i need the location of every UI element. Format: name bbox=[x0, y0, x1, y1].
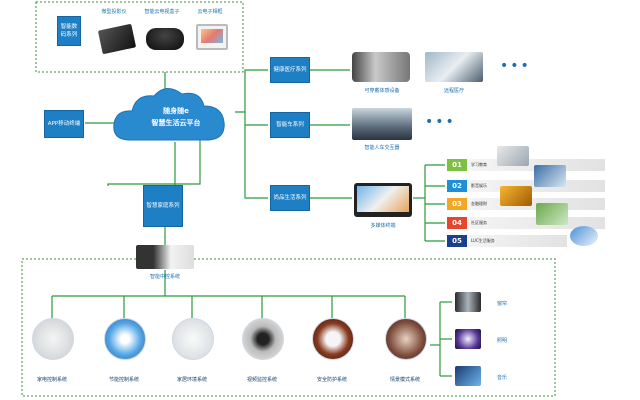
platform-subtitle: 智慧生活云平台 bbox=[151, 119, 201, 127]
top-group-label: 智能数码系列 bbox=[57, 16, 81, 46]
home-group-frame bbox=[21, 258, 556, 397]
camera-icon bbox=[242, 318, 284, 360]
controller-caption: 智能中控系统 bbox=[149, 274, 180, 280]
scene-caption: 音乐 bbox=[496, 375, 507, 381]
car-interaction-image bbox=[352, 108, 412, 140]
security-icon bbox=[312, 318, 354, 360]
app-terminal-box: APP移动终端 bbox=[44, 110, 84, 138]
top-item-caption: 云电子相框 bbox=[197, 9, 223, 15]
telemedicine-image bbox=[425, 52, 483, 82]
tv-box-image bbox=[146, 28, 184, 50]
media-image bbox=[534, 165, 566, 187]
scene-caption: 窗帘 bbox=[496, 301, 507, 307]
system-caption: 视频监控系统 bbox=[246, 377, 277, 383]
appliance-icon bbox=[32, 318, 74, 360]
list-number: 03 bbox=[447, 198, 467, 210]
system-caption: 家居环境系统 bbox=[176, 377, 207, 383]
list-number: 05 bbox=[447, 235, 467, 247]
wearable-image bbox=[352, 52, 410, 82]
list-number: 04 bbox=[447, 217, 467, 229]
fashion-box: 尚品生活系列 bbox=[270, 185, 310, 211]
system-caption: 节能控制系统 bbox=[108, 377, 139, 383]
scene-caption: 照明 bbox=[496, 338, 507, 344]
platform-title: 随身随e bbox=[163, 107, 189, 115]
scene-icon bbox=[385, 318, 427, 360]
health-item-caption: 可穿戴体感设备 bbox=[364, 88, 400, 94]
finance-image bbox=[500, 186, 532, 206]
curtain-image bbox=[455, 292, 481, 312]
fashion-item-caption: 多媒体终端 bbox=[370, 223, 396, 229]
smart-home-box: 智慧家庭系列 bbox=[143, 185, 183, 227]
more-dots: ••• bbox=[500, 58, 531, 74]
environment-icon bbox=[172, 318, 214, 360]
cloud-icon bbox=[113, 88, 225, 141]
list-item: LUC生活服务 bbox=[467, 235, 567, 247]
top-item-caption: 微型投影仪 bbox=[101, 9, 127, 15]
lighting-image bbox=[455, 329, 481, 349]
car-item-caption: 智能人车交互器 bbox=[364, 145, 400, 151]
list-number: 01 bbox=[447, 159, 467, 171]
system-caption: 情景模式系统 bbox=[389, 377, 420, 383]
media-terminal-image bbox=[354, 183, 412, 217]
education-image bbox=[497, 146, 529, 166]
top-group-frame bbox=[35, 1, 244, 73]
controller-image bbox=[136, 245, 194, 269]
car-box: 智能车系列 bbox=[270, 112, 310, 138]
connectors bbox=[51, 69, 452, 377]
health-box: 健康医疗系列 bbox=[270, 57, 310, 83]
life-service-image bbox=[570, 226, 598, 246]
system-caption: 家电控制系统 bbox=[36, 377, 67, 383]
health-item-caption: 远程医疗 bbox=[443, 88, 464, 94]
photo-frame-image bbox=[196, 24, 228, 50]
list-number: 02 bbox=[447, 180, 467, 192]
top-item-caption: 智能云电视盒子 bbox=[144, 9, 180, 15]
more-dots: ••• bbox=[425, 114, 456, 130]
community-image bbox=[536, 203, 568, 225]
energy-bulb-icon bbox=[104, 318, 146, 360]
system-caption: 安全防护系统 bbox=[316, 377, 347, 383]
music-image bbox=[455, 366, 481, 386]
